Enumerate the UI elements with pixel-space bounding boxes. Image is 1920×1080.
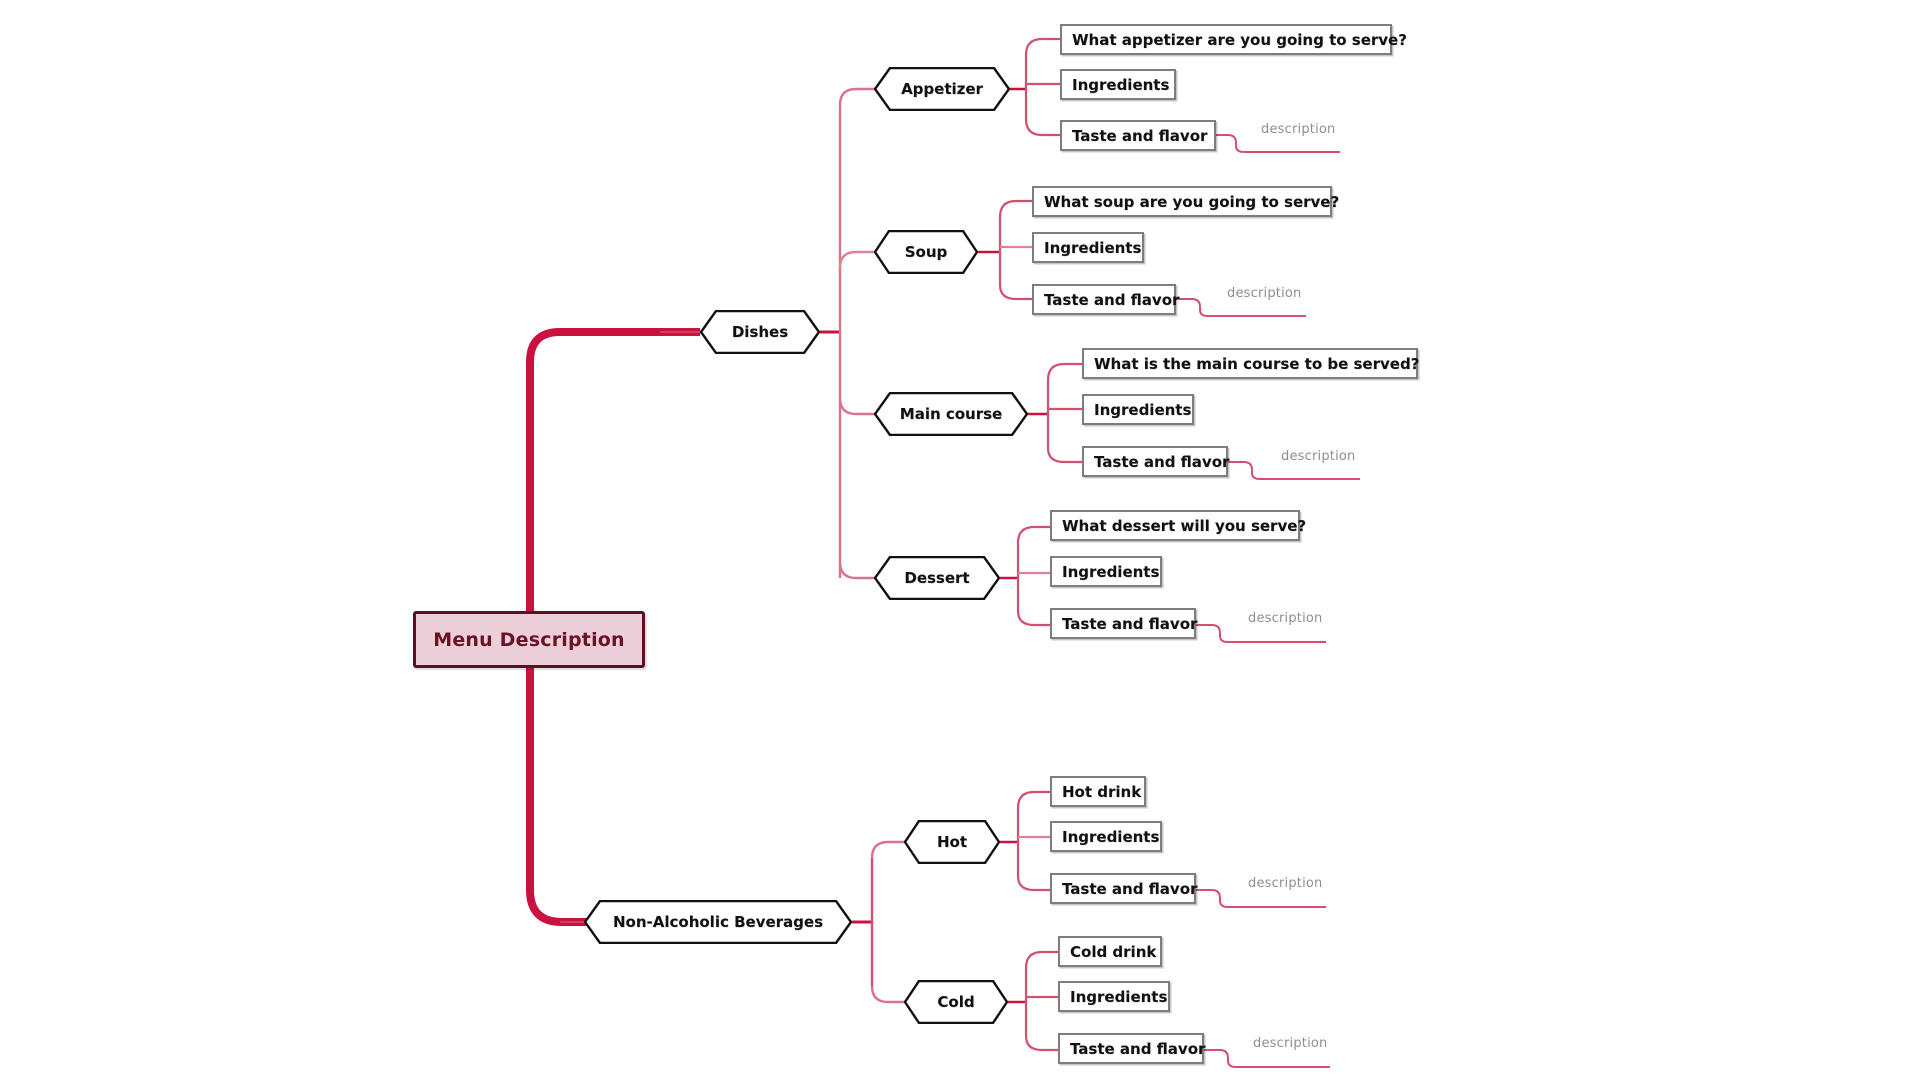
leaf-node[interactable]: Taste and flavor — [1050, 873, 1198, 904]
description-label: description — [1253, 1036, 1328, 1051]
leaf-node-label: Ingredients — [1062, 827, 1160, 846]
cold-leaf-1-line — [1024, 950, 1058, 969]
leaf-node-label: Ingredients — [1094, 400, 1192, 419]
description-label: description — [1248, 611, 1323, 626]
branch-node-label: Dishes — [731, 323, 789, 341]
appetizer-description-line — [1216, 134, 1340, 153]
cold-leaf-3-line — [1024, 1035, 1058, 1052]
leaf-node-label: What is the main course to be served? — [1094, 354, 1420, 373]
leaf-node[interactable]: Taste and flavor — [1058, 1033, 1206, 1064]
leaf-node[interactable]: Taste and flavor — [1032, 284, 1180, 315]
leaf-node-label: Ingredients — [1044, 238, 1142, 257]
leaf-node[interactable]: What is the main course to be served? — [1082, 348, 1420, 379]
leaf-node[interactable]: What soup are you going to serve? — [1032, 186, 1339, 217]
soup-leaf-3-line — [998, 284, 1032, 301]
leaf-node[interactable]: Taste and flavor — [1060, 120, 1216, 151]
leaf-node[interactable]: Ingredients — [1060, 69, 1176, 100]
leaf-node-label: Taste and flavor — [1094, 452, 1230, 471]
leaf-node-label: What dessert will you serve? — [1062, 516, 1307, 535]
main-course-description-line — [1228, 461, 1360, 480]
description-label: description — [1227, 286, 1302, 301]
leaf-node-label: Taste and flavor — [1072, 126, 1208, 145]
leaf-node-label: What appetizer are you going to serve? — [1072, 30, 1407, 49]
cold-description-line — [1204, 1049, 1330, 1068]
leaf-node-label: Taste and flavor — [1044, 290, 1180, 309]
subbranch-node-label: Cold — [937, 993, 975, 1011]
subbranch-node-label: Hot — [936, 833, 968, 851]
subbranch-node-appetizer[interactable]: Appetizer — [874, 67, 1010, 111]
leaf-node[interactable]: Ingredients — [1082, 394, 1194, 425]
trunk-lower — [526, 640, 594, 926]
subbranch-node-hot[interactable]: Hot — [904, 820, 1000, 864]
root-node-label: Menu Description — [433, 628, 625, 651]
hot-leaf-3-line — [1016, 875, 1050, 892]
leaf-node-label: Taste and flavor — [1062, 879, 1198, 898]
appetizer-leaf-1-line — [1024, 37, 1060, 56]
subbranch-node-main-course[interactable]: Main course — [874, 392, 1028, 436]
dishes-to-dessert — [838, 561, 876, 580]
leaf-node[interactable]: Ingredients — [1032, 232, 1144, 263]
dessert-leaf-3-line — [1016, 610, 1050, 627]
subbranch-node-soup[interactable]: Soup — [874, 230, 978, 274]
main-course-leaf-3-line — [1046, 447, 1082, 464]
main-course-leaf-1-line — [1046, 362, 1082, 381]
description-label: description — [1261, 122, 1336, 137]
soup-leaf-1-line — [998, 199, 1032, 218]
dessert-description-line — [1196, 624, 1326, 643]
leaf-node[interactable]: What dessert will you serve? — [1050, 510, 1306, 541]
hot-description-line — [1196, 889, 1326, 908]
hot-leaf-1-line — [1016, 790, 1050, 809]
leaf-node-label: Hot drink — [1062, 782, 1142, 801]
branch-node-label: Non-Alcoholic Beverages — [612, 913, 823, 931]
subbranch-node-label: Appetizer — [901, 80, 983, 98]
leaf-node[interactable]: Ingredients — [1050, 556, 1162, 587]
leaf-node-label: Taste and flavor — [1062, 614, 1198, 633]
dishes-to-soup — [838, 250, 876, 269]
branch-node-dishes[interactable]: Dishes — [700, 310, 820, 354]
leaf-node[interactable]: Ingredients — [1050, 821, 1162, 852]
dessert-leaf-1-line — [1016, 525, 1050, 544]
description-label: description — [1281, 449, 1356, 464]
leaf-node-label: Ingredients — [1072, 75, 1170, 94]
leaf-node-label: What soup are you going to serve? — [1044, 192, 1340, 211]
leaf-node[interactable]: Cold drink — [1058, 936, 1162, 967]
leaf-node-label: Cold drink — [1070, 942, 1157, 961]
subbranch-node-cold[interactable]: Cold — [904, 980, 1008, 1024]
leaf-node[interactable]: Taste and flavor — [1050, 608, 1198, 639]
description-label: description — [1248, 876, 1323, 891]
subbranch-node-dessert[interactable]: Dessert — [874, 556, 1000, 600]
dishes-to-main-course — [838, 397, 876, 416]
subbranch-node-label: Soup — [904, 243, 948, 261]
leaf-node[interactable]: Hot drink — [1050, 776, 1146, 807]
leaf-node[interactable]: Taste and flavor — [1082, 446, 1230, 477]
subbranch-node-label: Main course — [899, 405, 1003, 423]
root-node-menu-description[interactable]: Menu Description — [413, 611, 645, 668]
dishes-to-appetizer — [838, 87, 876, 106]
leaf-node-label: Taste and flavor — [1070, 1039, 1206, 1058]
soup-description-line — [1176, 298, 1306, 317]
beverages-to-cold — [870, 985, 906, 1004]
leaf-node[interactable]: What appetizer are you going to serve? — [1060, 24, 1407, 55]
subbranch-node-label: Dessert — [904, 569, 970, 587]
branch-node-non-alcoholic-beverages[interactable]: Non-Alcoholic Beverages — [584, 900, 852, 944]
appetizer-leaf-3-line — [1024, 118, 1060, 137]
leaf-node-label: Ingredients — [1062, 562, 1160, 581]
leaf-node[interactable]: Ingredients — [1058, 981, 1170, 1012]
beverages-to-hot — [870, 840, 906, 859]
trunk-upper — [526, 328, 700, 640]
leaf-node-label: Ingredients — [1070, 987, 1168, 1006]
